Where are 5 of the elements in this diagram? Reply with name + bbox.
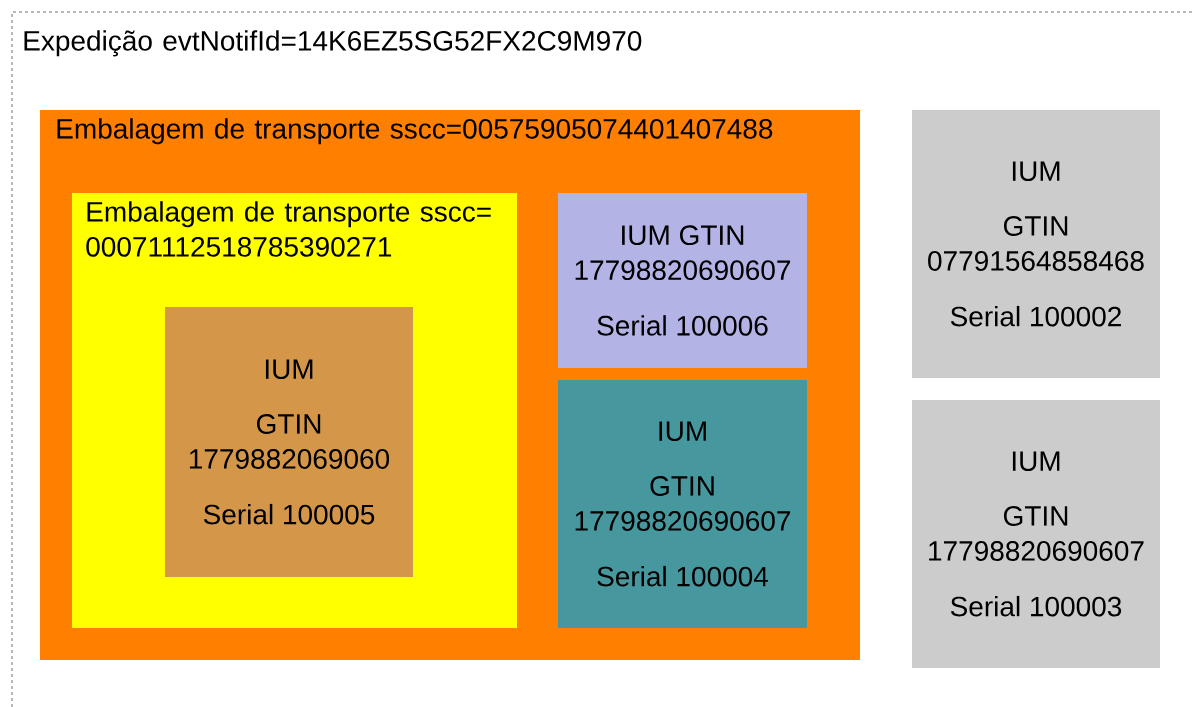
item-card: IUM GTIN 17798820690607 Serial 100004 xyxy=(558,380,807,628)
item-card: IUM GTIN 17798820690607 Serial 100003 xyxy=(912,400,1160,668)
item-card: IUM GTIN 17798820690607 Serial 100006 xyxy=(558,193,807,368)
item-card: IUM GTIN 1779882069060 Serial 100005 xyxy=(165,307,413,577)
item-card: IUM GTIN 07791564858468 Serial 100002 xyxy=(912,110,1160,378)
